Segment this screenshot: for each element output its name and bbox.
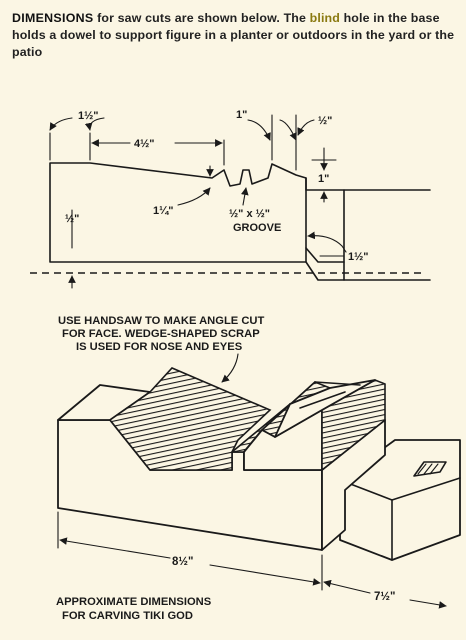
dim-length-label: 8½" <box>172 556 193 568</box>
dim-one-inch-top-label: 1" <box>236 109 247 121</box>
note-line-3: IS USED FOR NOSE AND EYES <box>76 341 243 353</box>
dim-left-half-label: ½" <box>65 213 79 225</box>
dim-step-label: 1½" <box>348 251 369 263</box>
groove-size-label: ½" x ½" <box>229 208 270 220</box>
groove-label: GROOVE <box>233 222 281 234</box>
isometric-block-drawing <box>57 367 461 609</box>
note-line-1: USE HANDSAW TO MAKE ANGLE CUT <box>58 315 265 327</box>
dim-right-one-label: 1" <box>318 173 329 185</box>
caption-lead: DIMENSIONS <box>12 11 94 25</box>
footer-line-1: APPROXIMATE DIMENSIONS <box>56 596 212 608</box>
footer-line-2: FOR CARVING TIKI GOD <box>62 610 193 622</box>
side-view-drawing <box>30 114 431 289</box>
note-line-2: FOR FACE. WEDGE-SHAPED SCRAP <box>62 328 260 340</box>
dim-right-half-label: ½" <box>318 115 332 127</box>
note-pointer-arrow <box>221 353 239 383</box>
caption-highlight: blind <box>309 11 340 25</box>
caption-part2: hole in the base holds a dowel to suppor… <box>12 11 455 59</box>
dim-base-label: 7½" <box>374 591 395 603</box>
caption-part1: for saw cuts are shown below. The <box>93 11 310 25</box>
dim-one-quarter-label: 1¼" <box>153 205 174 217</box>
dim-slope-label: 4½" <box>134 138 155 150</box>
caption-text: DIMENSIONS for saw cuts are shown below.… <box>12 10 458 61</box>
dim-left-top-label: 1½" <box>78 110 99 122</box>
